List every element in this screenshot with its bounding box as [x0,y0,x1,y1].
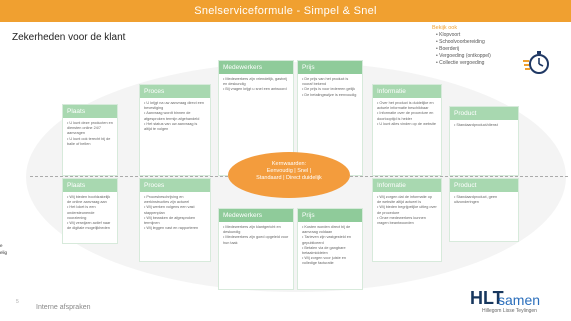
hlt-samen-logo: HLT samen Hillegom Lisse Teylingen [468,288,568,318]
card-title: Proces [140,179,210,192]
card-title: Product [450,179,518,192]
card-title: Medewerkers [219,61,293,74]
card-item: Bij vragen krijgt u snel een antwoord [223,87,289,92]
footer-label: Interne afspraken [36,304,91,311]
stopwatch-icon [523,51,549,74]
card-item: Wij leggen vast en rapporteren [144,226,206,231]
page-number: 5 [16,299,19,305]
card-item: Wij verwijzen actief naar de digitale mo… [67,221,113,231]
card-item: Wij zorgen dat de informatie op de websi… [377,195,437,205]
legend-item: Boerderij [436,46,522,53]
card-item: De prijs is voor iedereen gelijk [302,87,358,92]
legend-item: Klopvoort [436,32,522,39]
card-informatie-bottom: Informatie Wij zorgen dat de informatie … [372,178,442,262]
card-title: Informatie [373,179,441,192]
card-product-bottom: Product Standaardproduct, geen uitzonder… [449,178,519,242]
card-item: Tarieven zijn vastgesteld en gepubliceer… [302,235,358,245]
card-proces-bottom: Proces Procesbeschrijving en werkinstruc… [139,178,211,262]
card-title: Prijs [298,61,362,74]
card-item: Medewerkers zijn goed opgeleid voor hun … [223,235,289,245]
legend-item: Vergoeding (ontkoppel) [436,53,522,60]
card-item: Onze medewerkers kunnen vragen beantwoor… [377,216,437,226]
card-informatie-top: Informatie Over het product is duidelijk… [372,84,442,176]
core-values-line: Eenvoudig | Snel | [266,168,312,174]
cropped-text: e [0,243,3,248]
card-title: Prijs [298,209,362,222]
card-item: Standaardproduct, geen uitzonderingen [454,195,514,205]
card-item: Procesbeschrijving en werkinstructies zi… [144,195,206,205]
card-item: U krijgt na uw aanvraag direct een beves… [144,101,206,111]
cropped-text: elig [0,250,8,255]
core-values-line: Standaard | Direct duidelijk [256,175,322,181]
logo-mark: HLT [470,288,504,308]
logo-word: samen [498,292,541,308]
card-prijs-bottom: Prijs Kosten worden direct bij de aanvra… [297,208,363,290]
card-plaats-bottom: Plaats Wij bieden hoofdzakelijk de onlin… [62,178,118,244]
card-proces-top: Proces U krijgt na uw aanvraag direct ee… [139,84,211,176]
card-item: Kosten worden direct bij de aanvraag vol… [302,225,358,235]
card-item: Wij bieden begrijpelijke uitleg over de … [377,205,437,215]
card-title: Product [450,107,518,120]
card-item: Wij bewaken de afgesproken termijnen [144,216,206,226]
card-title: Medewerkers [219,209,293,222]
card-item: De betalingswijze is eenvoudig [302,93,358,98]
card-item: Aanvraag wordt binnen de afgesproken ter… [144,111,206,121]
legend: Bekijk ook Klopvoort Schoolvoorbereiding… [432,25,522,67]
card-title: Informatie [373,85,441,98]
legend-heading: Bekijk ook [432,25,458,31]
card-item: Het status van uw aanvraag is altijd te … [144,122,206,132]
card-item: U kunt alles vinden op de website [377,122,437,127]
card-item: Over het product is duidelijke en actuel… [377,101,437,111]
card-item: Standaardproduct/dienst [454,123,514,128]
card-product-top: Product Standaardproduct/dienst [449,106,519,176]
card-item: U kunt deze producten en diensten online… [67,121,113,137]
card-plaats-top: Plaats U kunt deze producten en diensten… [62,104,118,176]
slide-subtitle: Zekerheden voor de klant [12,32,126,43]
card-item: Het loket is een ondersteunende voorzien… [67,205,113,221]
card-title: Plaats [63,105,117,118]
card-item: De prijs van het product is vooraf beken… [302,77,358,87]
card-item: Wij werken volgens een vast stappenplan [144,205,206,215]
slide-title: Snelserviceformule - Simpel & Snel [0,0,571,22]
card-item: Medewerkers zijn vriendelijk, gastvrij e… [223,77,289,87]
card-medewerkers-bottom: Medewerkers Medewerkers zijn klantgerich… [218,208,294,290]
card-item: U kunt ook terecht bij de balie of belle… [67,137,113,147]
card-item: Betalen via de gangbare betaalmiddelen [302,246,358,256]
card-item: Informatie over de procedure en doorloop… [377,111,437,121]
card-item: Wij bieden hoofdzakelijk de online aanvr… [67,195,113,205]
logo-places: Hillegom Lisse Teylingen [482,308,537,314]
card-title: Plaats [63,179,117,192]
card-item: Medewerkers zijn klantgericht en deskund… [223,225,289,235]
card-item: Wij zorgen voor juiste en volledige fact… [302,256,358,266]
legend-item: Schoolvoorbereiding [436,39,522,46]
card-title: Proces [140,85,210,98]
legend-item: Collectie vergoeding [436,60,522,67]
core-values-oval: Kernwaarden: Eenvoudig | Snel | Standaar… [228,152,350,198]
core-values-title: Kernwaarden: [271,161,307,167]
